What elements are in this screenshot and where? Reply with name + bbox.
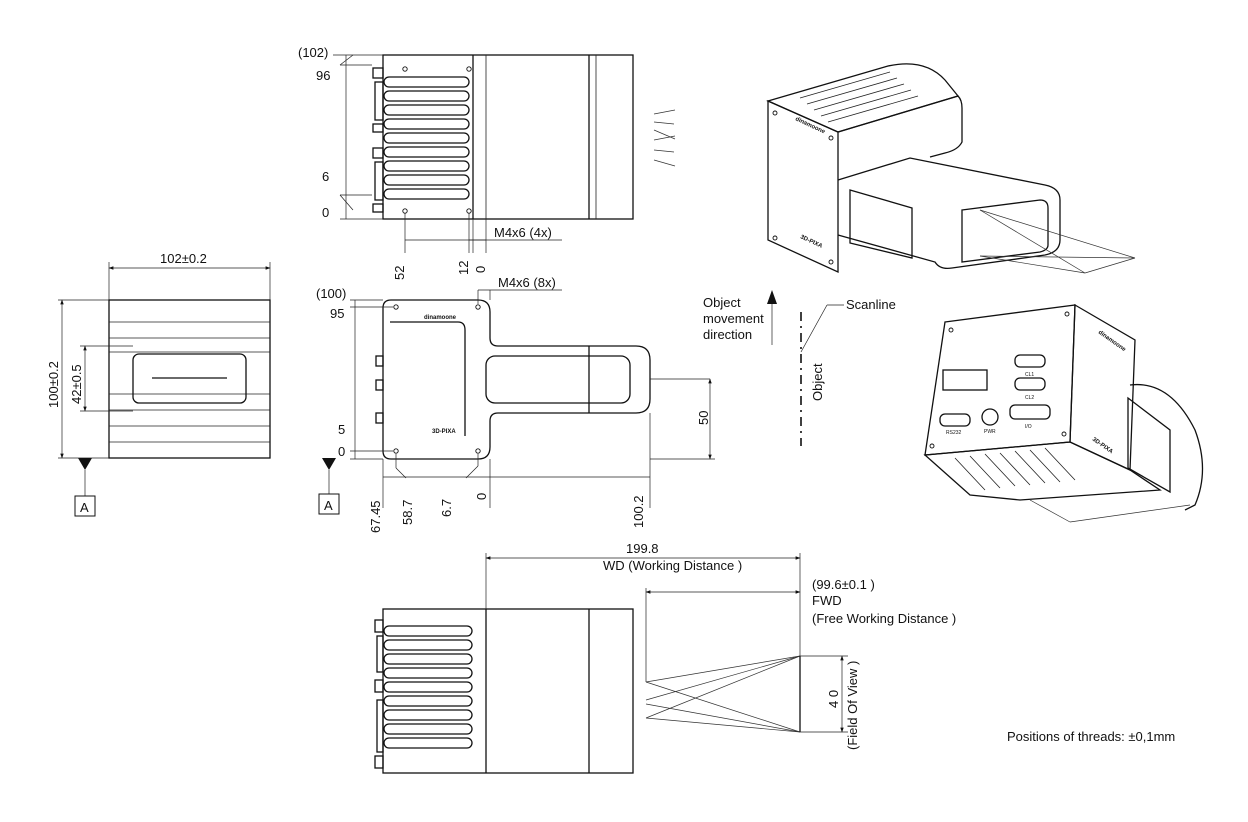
dim-side-95: 95 xyxy=(330,306,344,321)
end-view-window-label: 42±0.5 xyxy=(69,364,84,404)
iso1-body-side xyxy=(837,95,963,158)
end-view-dimensions xyxy=(58,262,271,459)
side-datum-frame xyxy=(318,493,340,515)
side-view: dinamoone 3D-PIXA A M4x6 (8x) xyxy=(316,275,715,533)
side-brand-text: dinamoone xyxy=(424,315,457,321)
top-view: (102) 96 6 0 M4x6 (4x) 52 12 0 xyxy=(298,45,676,280)
bottom-view: 199.8 WD (Working Distance ) (99.6±0.1 )… xyxy=(374,541,956,774)
iso1-model: 3D-PIXA xyxy=(799,234,824,250)
beam-fan-top xyxy=(653,109,676,167)
object-annotations: Object movement direction Scanline Objec… xyxy=(703,290,896,446)
dim-top-52: 52 xyxy=(392,266,407,280)
side-view-panel xyxy=(390,321,466,436)
dim-side-6-7: 6.7 xyxy=(439,499,454,517)
object-label: Object xyxy=(810,363,825,401)
dim-side-0: 0 xyxy=(338,444,345,459)
movement-label-1: Object xyxy=(703,295,741,310)
iso1-tube xyxy=(837,157,1061,270)
iso2-port-rs232: RS232 xyxy=(946,430,962,436)
top-view-dimensions xyxy=(333,54,562,253)
cooling-fins xyxy=(383,76,470,200)
dim-side-100: (100) xyxy=(316,286,346,301)
wd-label: WD (Working Distance ) xyxy=(603,558,742,573)
dim-top-12: 12 xyxy=(456,261,471,275)
scanline-label: Scanline xyxy=(846,297,896,312)
side-connectors xyxy=(375,355,384,424)
iso2-port-cl2: CL2 xyxy=(1025,395,1034,401)
dim-top-0: 0 xyxy=(322,205,329,220)
threads-note: Positions of threads: ±0,1mm xyxy=(1007,729,1175,744)
bottom-connectors xyxy=(374,619,384,769)
dim-side-58-7: 58.7 xyxy=(400,500,415,525)
dim-top-102: (102) xyxy=(298,45,328,60)
iso2-ports xyxy=(939,354,1051,427)
iso2-port-io: I/O xyxy=(1025,424,1032,430)
iso-view-bottom: CL1 CL2 RS232 PWR I/O dinamoone 3D-PIXA xyxy=(923,303,1204,523)
side-datum: A xyxy=(324,498,333,513)
dim-side-67-45: 67.45 xyxy=(368,500,383,533)
thread-label-4x: M4x6 (4x) xyxy=(494,225,552,240)
end-view-window xyxy=(132,353,247,404)
side-view-dimensions xyxy=(350,289,715,508)
side-mount-holes xyxy=(393,304,481,454)
end-view-width-label: 102±0.2 xyxy=(160,251,207,266)
fov-label: (Field Of View ) xyxy=(845,661,860,750)
side-datum-triangle xyxy=(322,458,336,470)
dim-side-0b: 0 xyxy=(474,493,489,500)
side-view-slot xyxy=(485,355,631,404)
mount-holes xyxy=(402,66,472,214)
dim-side-100-2: 100.2 xyxy=(631,495,646,528)
iso2-port-pwr: PWR xyxy=(984,429,996,435)
movement-label-3: direction xyxy=(703,327,752,342)
iso1-top-face xyxy=(766,63,960,133)
iso2-beam xyxy=(1029,499,1191,523)
dim-side-50: 50 xyxy=(696,411,711,425)
end-view-height-label: 100±0.2 xyxy=(46,361,61,408)
top-view-outline xyxy=(382,54,634,220)
dim-top-96: 96 xyxy=(316,68,330,83)
iso2-tube xyxy=(1129,383,1204,511)
dim-top-6: 6 xyxy=(322,169,329,184)
iso1-front-face xyxy=(767,100,839,274)
fwd-desc: (Free Working Distance ) xyxy=(812,611,956,626)
connector-stubs xyxy=(372,67,384,213)
fwd-value: (99.6±0.1 ) xyxy=(812,577,875,592)
wd-value: 199.8 xyxy=(626,541,659,556)
end-view-fin-lines xyxy=(109,321,270,443)
iso2-bottom-face xyxy=(923,441,1162,501)
fwd-label: FWD xyxy=(812,593,842,608)
movement-label-2: movement xyxy=(703,311,764,326)
iso-view-top: dinamoone 3D-PIXA xyxy=(766,63,1136,274)
thread-label-8x: M4x6 (8x) xyxy=(498,275,556,290)
datum-frame xyxy=(74,495,96,517)
bottom-dimensions xyxy=(485,553,848,733)
dim-top-0b: 0 xyxy=(473,266,488,273)
side-model-text: 3D-PIXA xyxy=(432,429,456,435)
end-view-outline xyxy=(108,299,271,459)
side-view-outline xyxy=(382,299,651,460)
iso2-bottom-fins xyxy=(954,447,1076,491)
bottom-field-of-view-rays xyxy=(645,655,801,733)
iso1-beam xyxy=(979,209,1136,274)
datum-triangle xyxy=(78,458,92,470)
dim-side-5: 5 xyxy=(338,422,345,437)
end-view: 102±0.2 100±0.2 42±0.5 A xyxy=(46,251,271,517)
fov-value: 4 0 xyxy=(826,690,841,708)
end-view-datum: A xyxy=(80,500,89,515)
iso2-port-cl1: CL1 xyxy=(1025,372,1034,378)
bottom-fins xyxy=(383,625,473,749)
iso1-fins xyxy=(799,71,919,123)
movement-arrow-icon xyxy=(767,290,777,304)
